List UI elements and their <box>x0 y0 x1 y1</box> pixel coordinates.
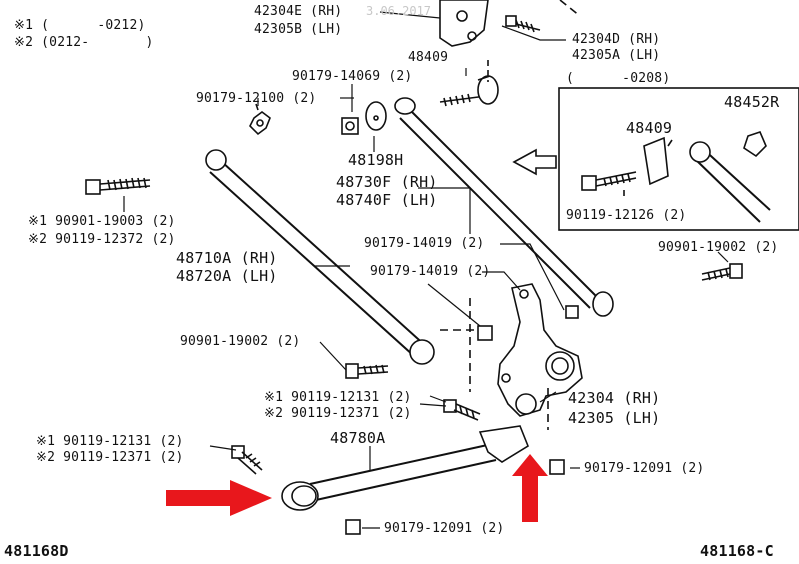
part-48720A: 48720A (LH) <box>176 267 278 285</box>
watermark: 3.06.2017 <box>366 4 432 18</box>
bolt-left <box>85 177 151 195</box>
bolt-mid <box>443 399 481 421</box>
part-42305A: 42305A (LH) <box>572 48 661 63</box>
part-90901-19002-right: 90901-19002 (2) <box>658 240 779 255</box>
bolt-48409 <box>439 75 499 107</box>
part-48730F: 48730F (RH) <box>336 173 438 191</box>
part-48198H: 48198H <box>348 151 404 169</box>
red-arrow-up <box>512 454 548 522</box>
lower-arm <box>281 425 529 511</box>
part-42305B: 42305B (LH) <box>254 22 343 37</box>
part-90179-12100: 90179-12100 (2) <box>196 91 317 106</box>
leaders <box>123 11 729 529</box>
part-90901-19002-left: 90901-19002 (2) <box>180 334 301 349</box>
part-90901-19003: ※1 90901-19003 (2) <box>28 214 176 229</box>
part-42305: 42305 (LH) <box>568 409 661 427</box>
part-90179-12091-b: 90179-12091 (2) <box>384 521 505 536</box>
bolt-top-right <box>505 15 541 33</box>
part-48710A: 48710A (RH) <box>176 249 278 267</box>
part-90119-12372: ※2 90119-12372 (2) <box>28 232 176 247</box>
part-42304: 42304 (RH) <box>568 389 661 407</box>
part-90179-14019-b: 90179-14019 (2) <box>370 264 491 279</box>
part-90179-12091-a: 90179-12091 (2) <box>584 461 705 476</box>
figure-code-left: 481168D <box>4 542 69 560</box>
part-48740F: 48740F (LH) <box>336 191 438 209</box>
upper-bracket <box>439 0 581 47</box>
hollow-arrow <box>512 148 557 176</box>
part-42304E: 42304E (RH) <box>254 4 343 19</box>
bolt-lower-left <box>231 445 263 475</box>
legend-line-1: ※1 ( -0212) <box>14 18 146 33</box>
bolt-right <box>701 263 743 281</box>
long-arm <box>205 149 435 365</box>
inset-part-48452R: 48452R <box>724 93 780 111</box>
upper-arm <box>394 97 614 317</box>
inset-bolt-90119-12126: 90119-12126 (2) <box>566 208 687 223</box>
inset-part-48409: 48409 <box>626 119 673 137</box>
legend-line-2: ※2 (0212- ) <box>14 35 154 50</box>
part-42304D: 42304D (RH) <box>572 32 661 47</box>
inset-box <box>558 87 799 231</box>
part-90119-12131-b: ※1 90119-12131 (2) <box>36 434 184 449</box>
part-90119-12371-a: ※2 90119-12371 (2) <box>264 406 412 421</box>
bolt-center <box>345 363 389 379</box>
part-90119-12131-a: ※1 90119-12131 (2) <box>264 390 412 405</box>
part-90179-14069: 90179-14069 (2) <box>292 69 413 84</box>
part-90179-14019-a: 90179-14019 (2) <box>364 236 485 251</box>
inset-range: ( -0208) <box>566 71 671 86</box>
part-90119-12371-b: ※2 90119-12371 (2) <box>36 450 184 465</box>
red-arrow-left <box>166 480 272 516</box>
part-48409: 48409 <box>408 50 449 65</box>
part-48780A: 48780A <box>330 429 386 447</box>
knuckle <box>497 283 583 417</box>
figure-code-right: 481168-C <box>700 542 774 560</box>
